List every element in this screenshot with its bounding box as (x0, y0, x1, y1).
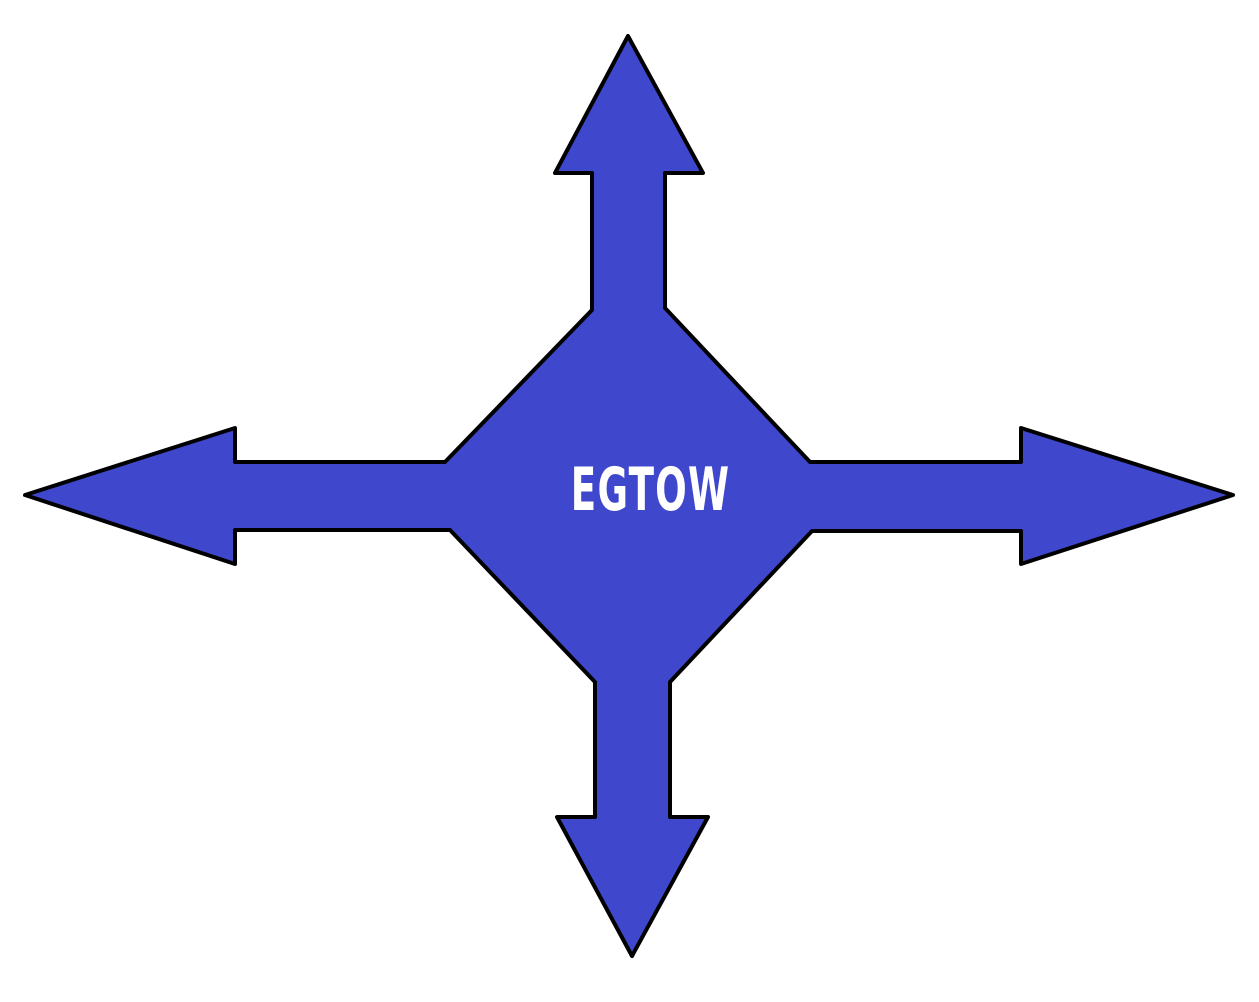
four-way-arrow-shape (23, 34, 1235, 958)
center-label: EGTOW (570, 455, 731, 525)
